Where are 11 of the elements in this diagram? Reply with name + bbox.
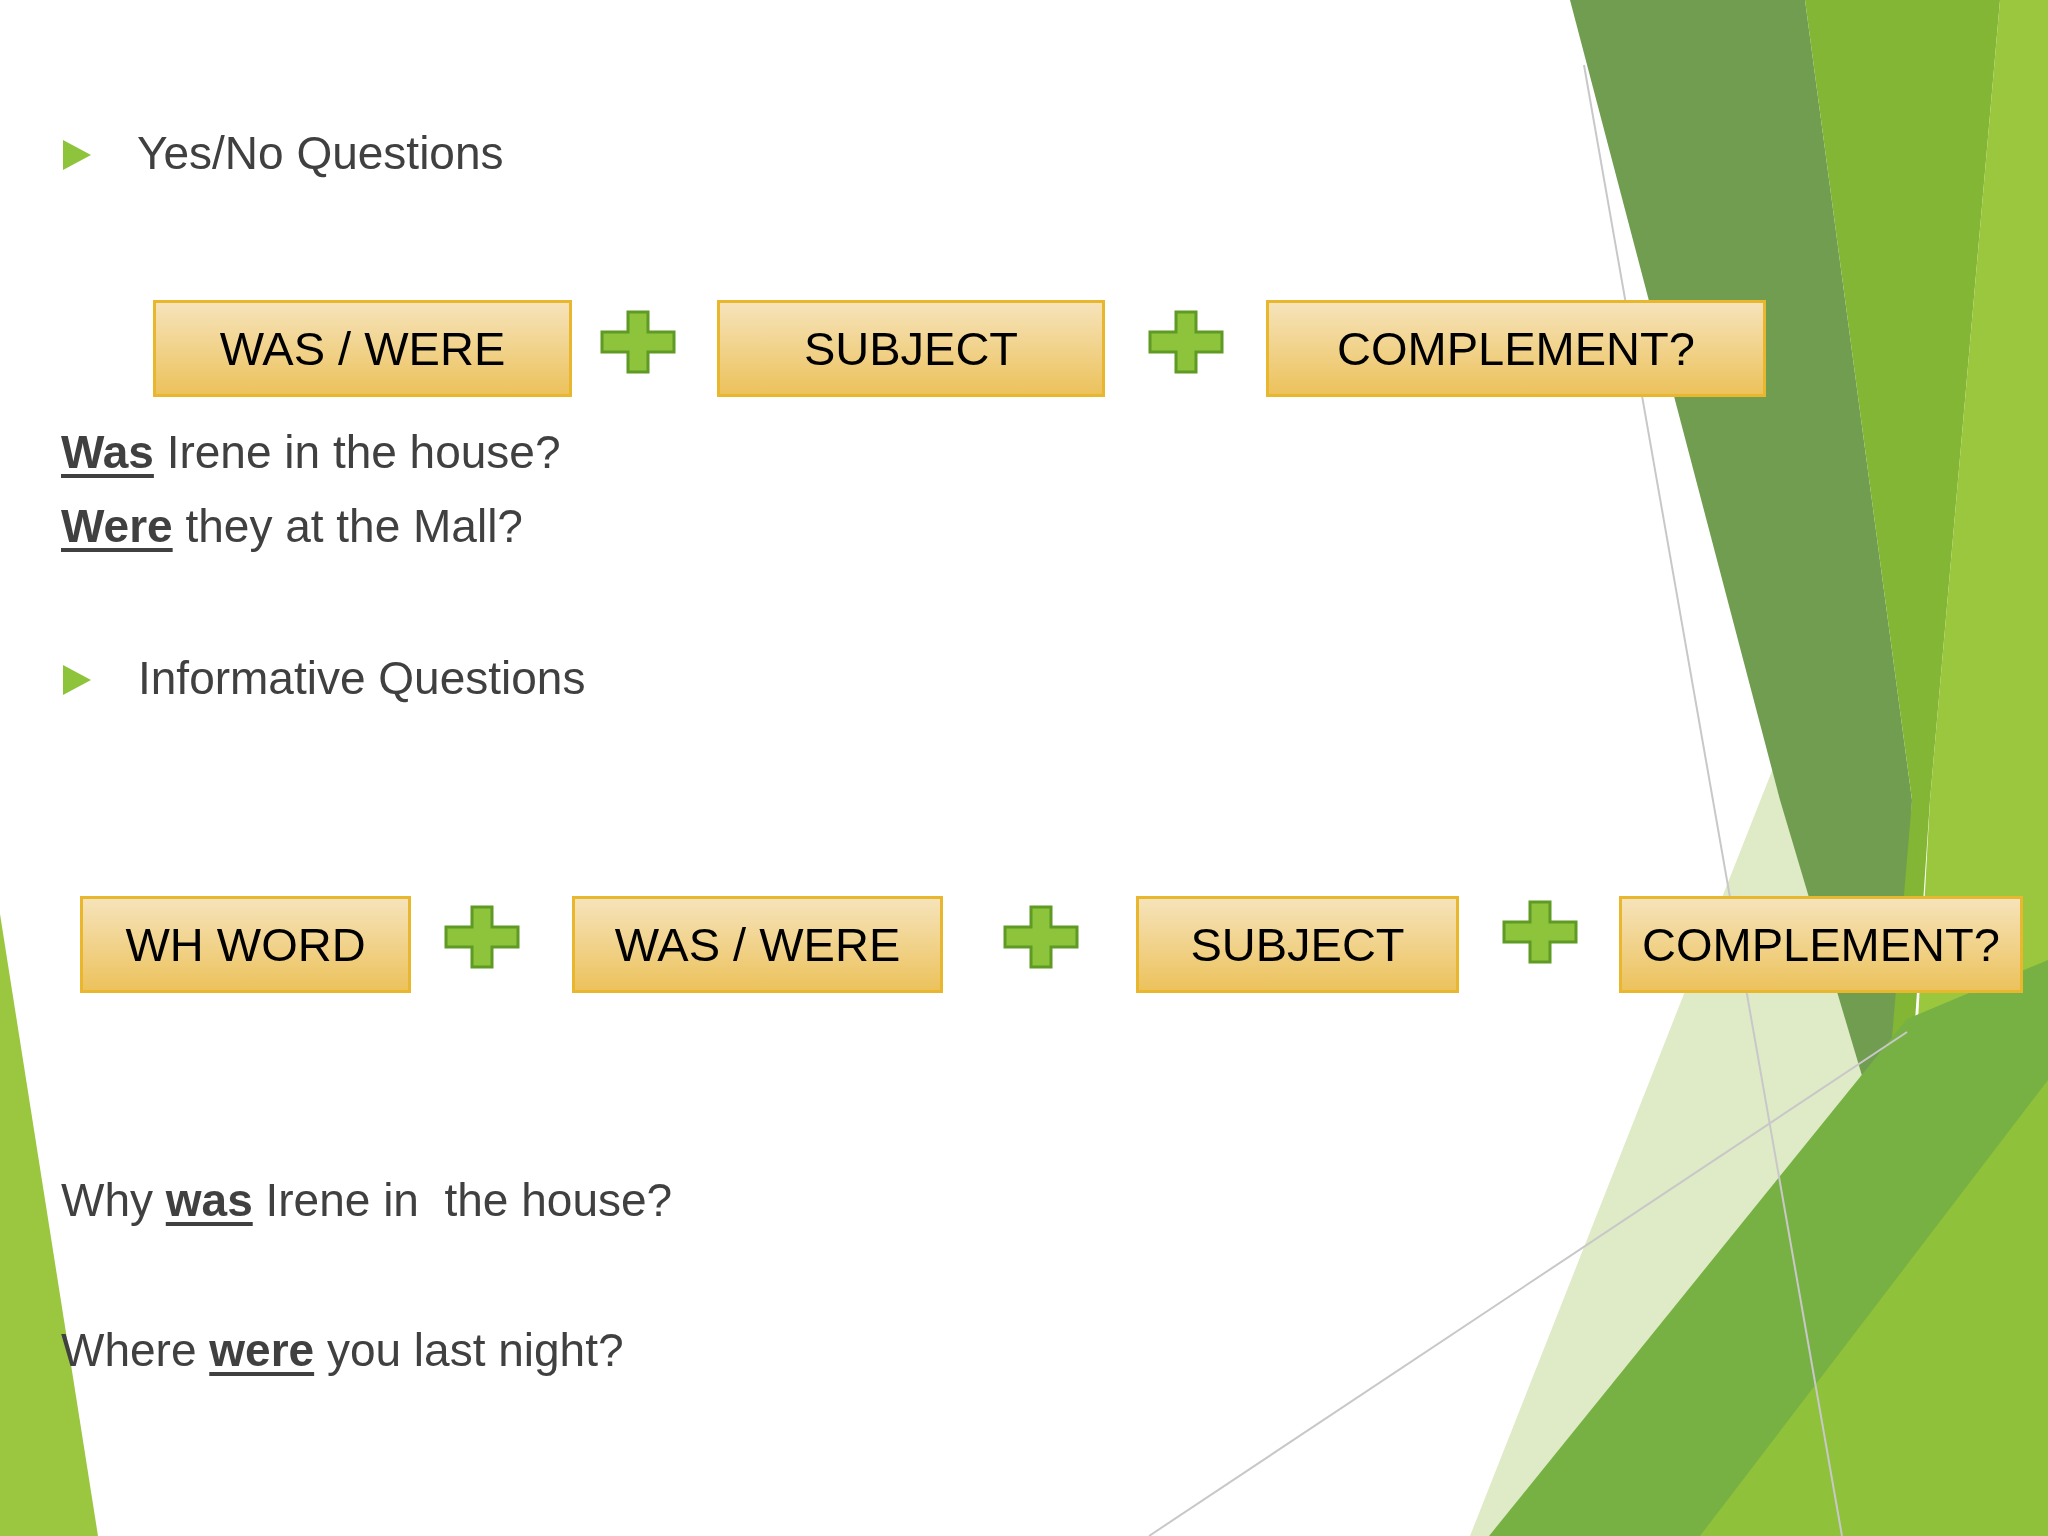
term-box: WAS / WERE <box>153 300 572 397</box>
example-sentence: Was Irene in the house? <box>61 425 561 480</box>
example-sentence: Why was Irene in the house? <box>61 1173 673 1228</box>
bullet-heading: Yes/No Questions <box>137 126 504 181</box>
term-box: WH WORD <box>80 896 411 993</box>
bullet-heading: Informative Questions <box>138 651 586 706</box>
term-box: SUBJECT <box>717 300 1105 397</box>
term-box: WAS / WERE <box>572 896 943 993</box>
term-box: SUBJECT <box>1136 896 1459 993</box>
example-sentence: Were they at the Mall? <box>61 499 523 554</box>
term-box: COMPLEMENT? <box>1266 300 1766 397</box>
